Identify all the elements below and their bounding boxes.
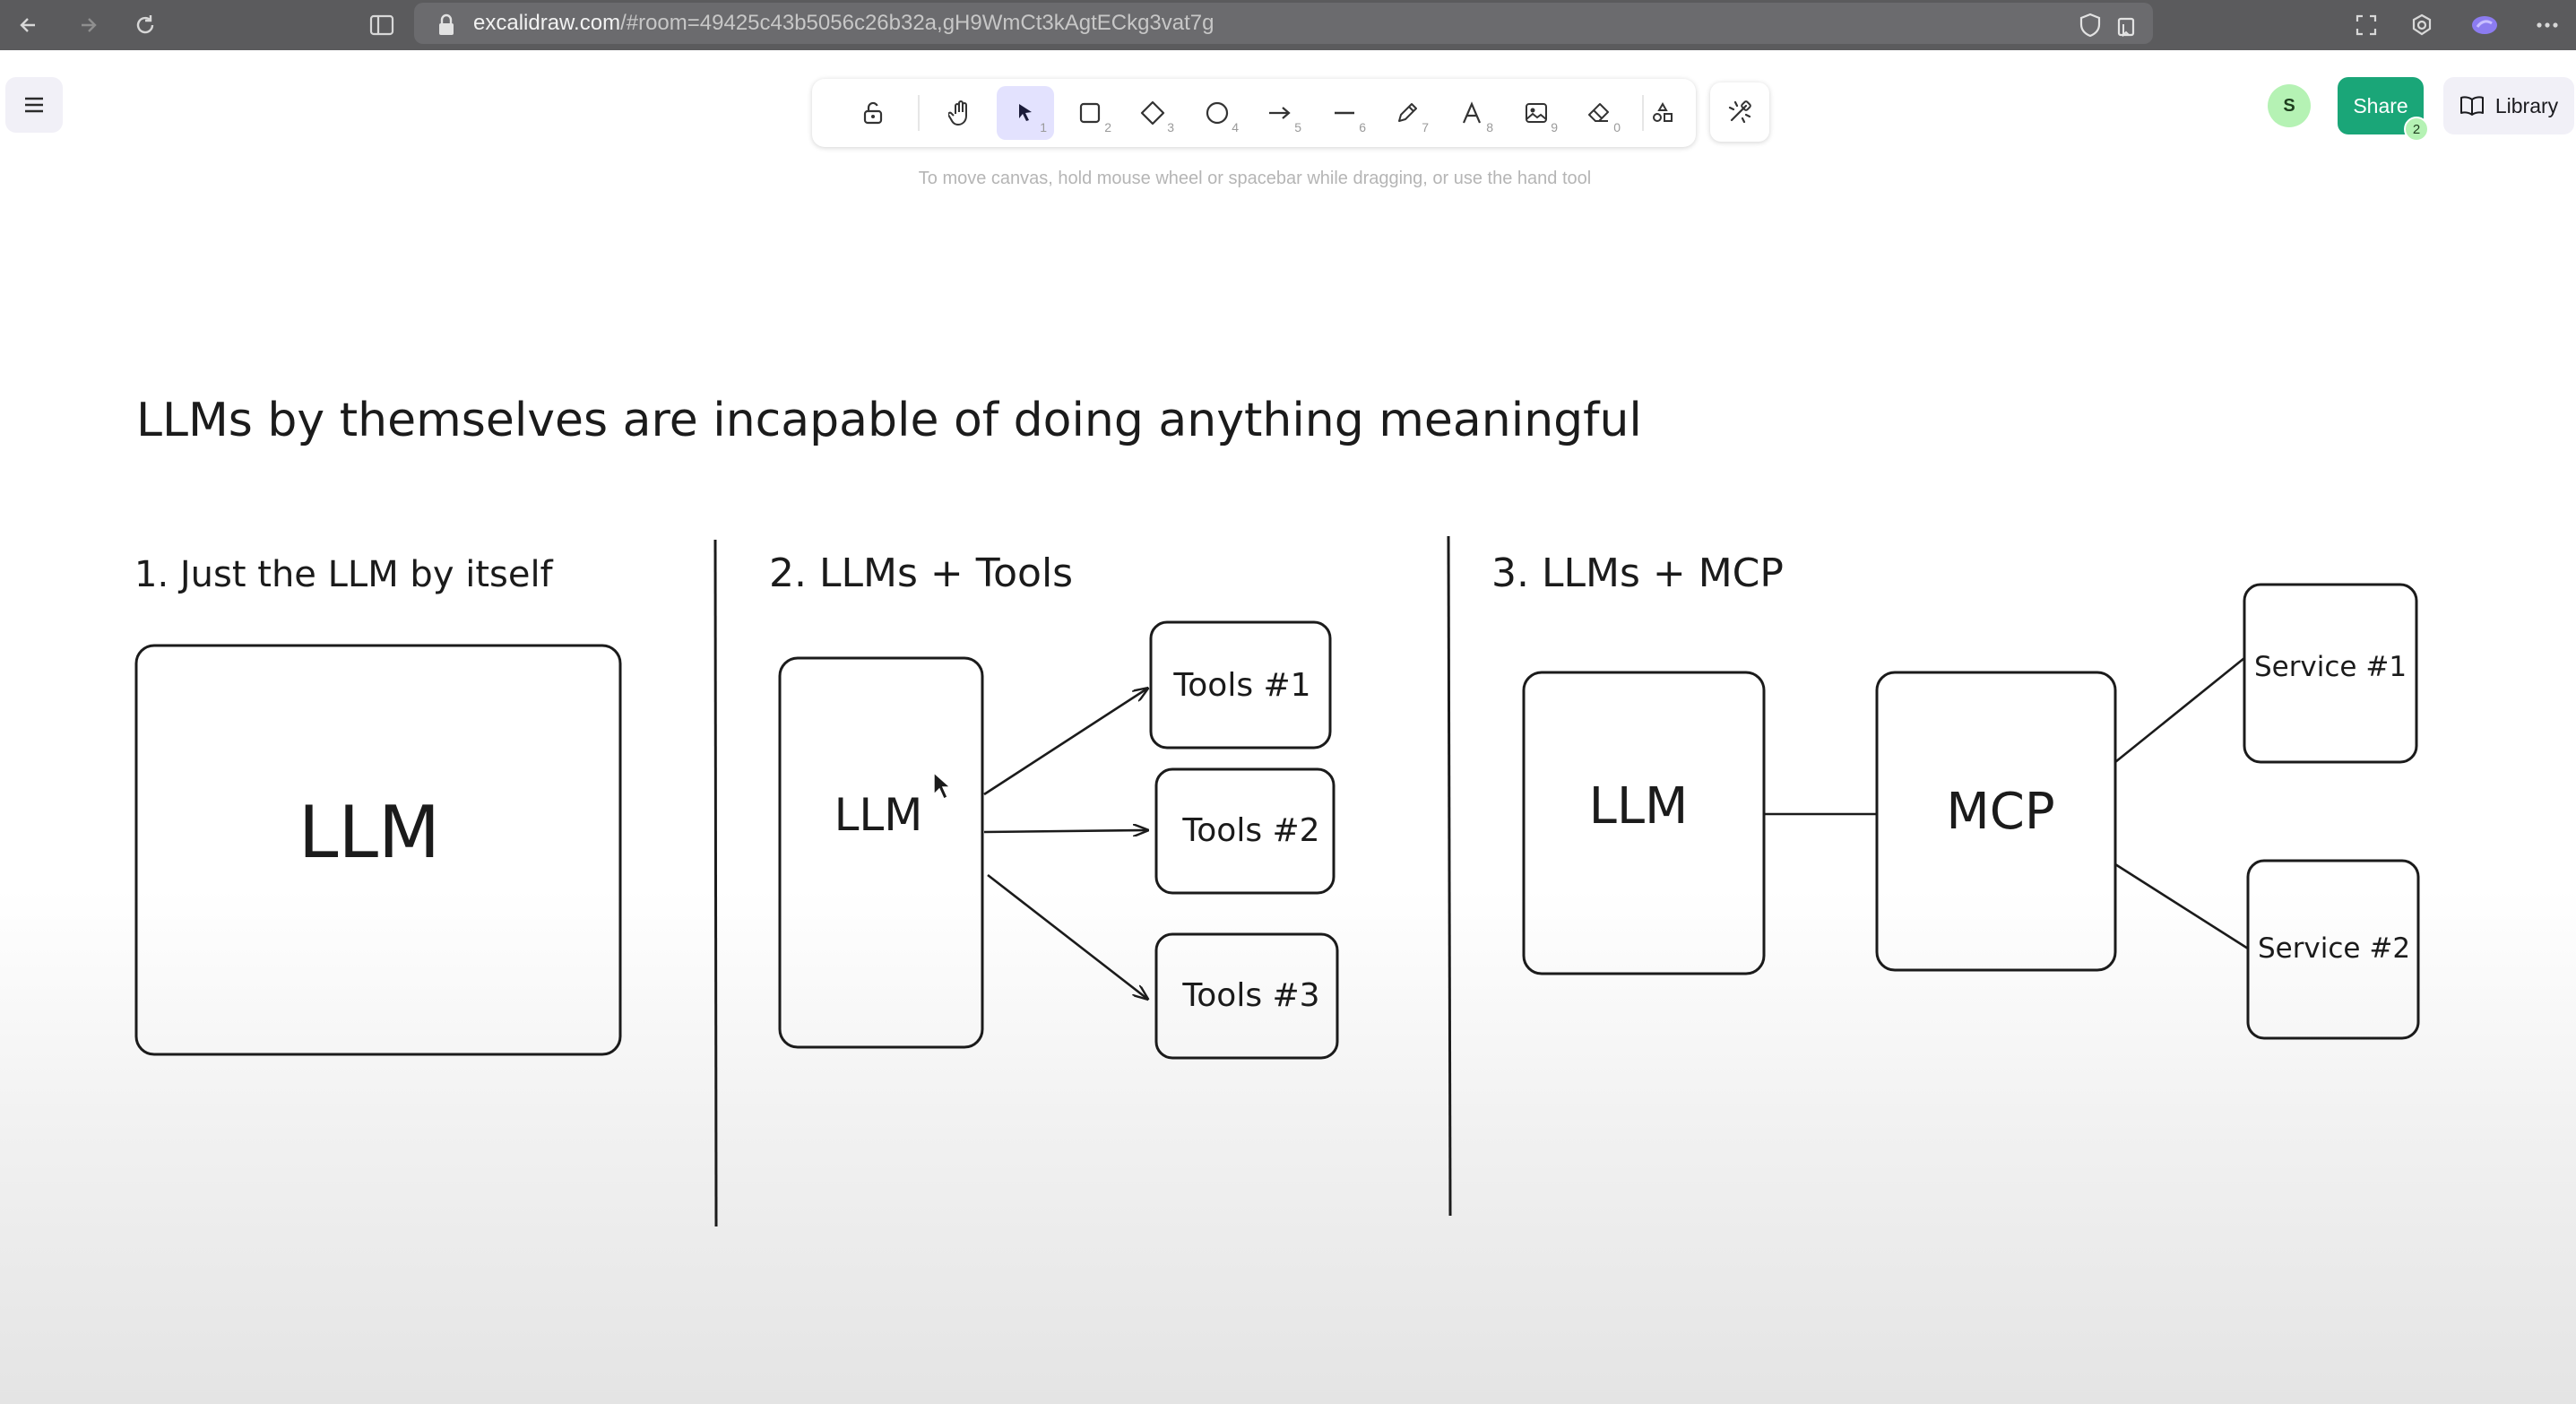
- hamburger-icon: [25, 97, 43, 113]
- arrow-to-tool[interactable]: [987, 873, 1147, 999]
- shape-toolbar: 1 2 3 4 5 6 7 8 9 0: [812, 79, 1696, 147]
- section2-heading[interactable]: 2. LLMs + Tools: [769, 550, 1073, 596]
- tool-box[interactable]: [1149, 620, 1332, 750]
- arrow-to-tool[interactable]: [983, 830, 1147, 832]
- tool-line[interactable]: 6: [1316, 86, 1373, 140]
- image-icon: [1526, 103, 1547, 123]
- lock-open-icon: [863, 101, 883, 125]
- shield-icon[interactable]: [2072, 7, 2108, 43]
- tool-box[interactable]: [1154, 932, 1339, 1060]
- llm-label[interactable]: LLM: [298, 791, 440, 874]
- tool-shortcut-key: 9: [1551, 120, 1558, 134]
- service-label[interactable]: Service #2: [2258, 932, 2410, 965]
- canvas-hint-text: To move canvas, hold mouse wheel or spac…: [918, 169, 1592, 188]
- tool-label[interactable]: Tools #1: [1172, 667, 1310, 704]
- tool-image[interactable]: 9: [1508, 86, 1565, 140]
- section-divider[interactable]: [713, 539, 718, 1227]
- text-icon: [1462, 101, 1482, 124]
- tool-arrow[interactable]: 5: [1251, 86, 1309, 140]
- tool-shortcut-key: 7: [1422, 120, 1429, 134]
- browser-bar: excalidraw.com/#room=49425c43b5056c26b32…: [0, 0, 2576, 50]
- hand-icon: [948, 100, 967, 126]
- more-menu-icon[interactable]: [2529, 7, 2565, 43]
- extensions-icon[interactable]: [2404, 7, 2440, 43]
- reload-icon[interactable]: [127, 7, 163, 43]
- arrow-icon: [1269, 107, 1291, 119]
- collaborator-count-badge: 2: [2404, 117, 2429, 142]
- back-arrow-icon[interactable]: [11, 7, 47, 43]
- eraser-icon: [1588, 103, 1609, 122]
- tool-draw[interactable]: 7: [1379, 86, 1436, 140]
- lock-icon: [428, 7, 464, 43]
- forward-arrow-icon[interactable]: [70, 7, 106, 43]
- tool-label[interactable]: Tools #3: [1181, 977, 1319, 1014]
- tool-selection[interactable]: 1: [997, 86, 1054, 140]
- tool-shortcut-key: 6: [1359, 120, 1366, 134]
- tool-eraser[interactable]: 0: [1570, 86, 1628, 140]
- tool-lock[interactable]: [844, 86, 902, 140]
- tool-shortcut-key: 0: [1613, 120, 1621, 134]
- service-label[interactable]: Service #1: [2254, 651, 2407, 683]
- main-menu-button[interactable]: [5, 77, 63, 133]
- service-box[interactable]: [2246, 859, 2420, 1040]
- bookmark-icon[interactable]: [2108, 7, 2144, 43]
- llm-box[interactable]: [1522, 671, 1766, 975]
- mcp-box[interactable]: [1875, 671, 2117, 972]
- tool-shortcut-key: 4: [1232, 120, 1239, 134]
- tool-shortcut-key: 3: [1167, 120, 1174, 134]
- library-button[interactable]: Library: [2443, 77, 2574, 134]
- arrow-to-tool[interactable]: [983, 689, 1147, 796]
- pointer-icon: [1019, 104, 1032, 121]
- book-open-icon: [2459, 96, 2484, 116]
- diagram-title[interactable]: LLMs by themselves are incapable of doin…: [136, 394, 1642, 447]
- tool-label[interactable]: Tools #2: [1181, 812, 1319, 849]
- llm-label[interactable]: LLM: [834, 789, 923, 841]
- tool-shortcut-key: 8: [1486, 120, 1493, 134]
- address-bar[interactable]: [414, 3, 2153, 44]
- mouse-cursor-icon: [933, 771, 952, 800]
- laser-pointer-button[interactable]: [1710, 82, 1769, 142]
- llm-box[interactable]: [778, 656, 984, 1049]
- drawing-canvas[interactable]: [0, 50, 2576, 1404]
- line-icon: [1335, 111, 1354, 115]
- pencil-icon: [1398, 103, 1417, 122]
- mcp-label[interactable]: MCP: [1946, 783, 2054, 841]
- connector-line[interactable]: [2114, 862, 2249, 950]
- fullscreen-icon[interactable]: [2348, 7, 2384, 43]
- profile-icon[interactable]: [2467, 7, 2503, 43]
- collaborator-avatar[interactable]: S: [2268, 84, 2311, 127]
- diamond-icon: [1140, 100, 1165, 126]
- sidebar-toggle-icon[interactable]: [364, 7, 400, 43]
- section-divider[interactable]: [1447, 535, 1452, 1217]
- llm-label[interactable]: LLM: [1589, 777, 1689, 836]
- rectangle-icon: [1079, 102, 1101, 124]
- tool-text[interactable]: 8: [1443, 86, 1500, 140]
- tool-hand[interactable]: [932, 86, 990, 140]
- tool-shortcut-key: 2: [1104, 120, 1111, 134]
- tool-diamond[interactable]: 3: [1124, 86, 1181, 140]
- tool-shortcut-key: 1: [1040, 120, 1047, 134]
- section1-heading[interactable]: 1. Just the LLM by itself: [134, 554, 554, 595]
- ellipse-icon: [1206, 101, 1229, 125]
- tool-box[interactable]: [1154, 767, 1336, 895]
- llm-box[interactable]: [134, 644, 622, 1056]
- tool-more[interactable]: [1635, 86, 1690, 140]
- tool-ellipse[interactable]: 4: [1189, 86, 1246, 140]
- section3-heading[interactable]: 3. LLMs + MCP: [1491, 550, 1784, 596]
- url-text: excalidraw.com/#room=49425c43b5056c26b32…: [473, 11, 1215, 35]
- tool-rectangle[interactable]: 2: [1061, 86, 1119, 140]
- laser-pointer-icon: [1728, 100, 1751, 124]
- tool-shortcut-key: 5: [1294, 120, 1301, 134]
- library-label: Library: [2494, 93, 2559, 117]
- shapes-more-icon: [1653, 101, 1673, 122]
- connector-line[interactable]: [2114, 656, 2245, 764]
- service-box[interactable]: [2243, 583, 2418, 764]
